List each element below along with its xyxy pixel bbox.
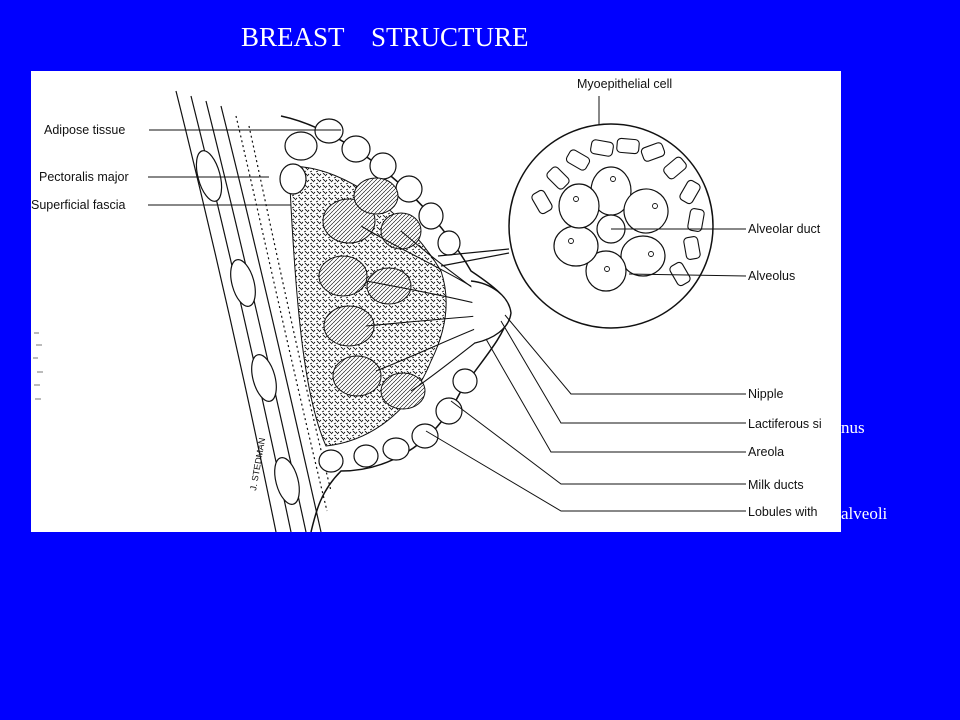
alveolus-inset — [437, 123, 714, 329]
label-lobules-with: Lobules with — [748, 505, 818, 519]
label-nipple: Nipple — [748, 387, 783, 401]
label-lobules-alveoli-suffix: alveoli — [841, 504, 888, 523]
lobule-clusters — [318, 177, 426, 410]
artist-signature: J. STEDMAN — [248, 437, 267, 491]
label-adipose-tissue: Adipose tissue — [44, 123, 125, 137]
label-lactiferous-sinus-suffix: nus — [841, 418, 865, 437]
diagram-drawing: Adipose tissue Pectoralis major Superfic… — [31, 77, 822, 532]
label-pectoralis-major: Pectoralis major — [39, 170, 129, 184]
breast-structure-diagram: Adipose tissue Pectoralis major Superfic… — [31, 71, 841, 532]
label-alveolar-duct: Alveolar duct — [748, 222, 821, 236]
label-milk-ducts: Milk ducts — [748, 478, 804, 492]
label-myoepithelial-cell: Myoepithelial cell — [577, 77, 672, 91]
scan-edge-artifact — [31, 325, 47, 415]
label-alveolus: Alveolus — [748, 269, 795, 283]
label-lactiferous-sinus: Lactiferous si — [748, 417, 822, 431]
fat-lobules — [279, 118, 478, 473]
label-superficial-fascia: Superficial fascia — [31, 198, 126, 212]
leader-lines — [148, 96, 747, 512]
label-areola: Areola — [748, 445, 784, 459]
slide-title: BREAST STRUCTURE — [241, 22, 529, 52]
nipple — [470, 280, 512, 344]
rib-ovals — [195, 150, 300, 505]
